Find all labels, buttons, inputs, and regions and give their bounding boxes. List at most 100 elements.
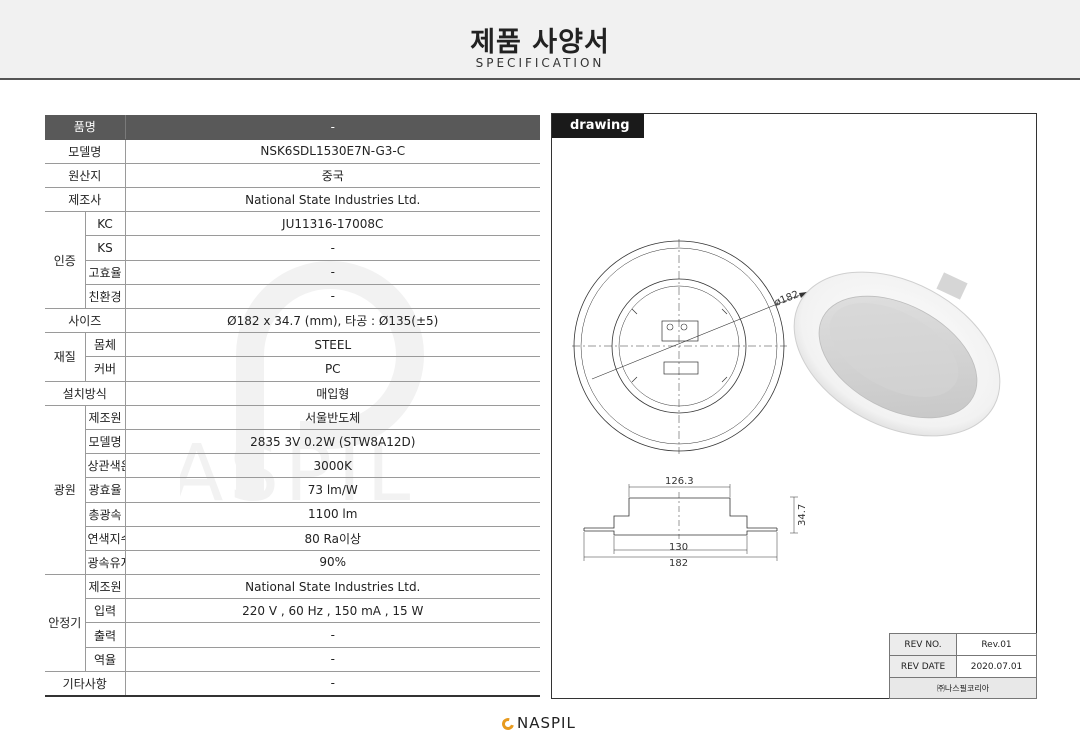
- sub-label: KS: [84, 235, 125, 261]
- inner-width-dim: 130: [669, 542, 688, 553]
- row-value: 1100 lm: [124, 502, 540, 527]
- rev-no-label: REV NO.: [889, 633, 957, 656]
- side-view: [583, 484, 798, 561]
- table-row: 설치방식 매입형: [45, 381, 540, 406]
- page-title: 제품 사양서: [470, 27, 610, 58]
- table-row: 제조사 National State Industries Ltd.: [45, 187, 540, 213]
- group-label: 재질: [45, 332, 85, 382]
- row-label: 기타사항: [45, 671, 125, 697]
- group-label: 광원: [45, 405, 85, 576]
- row-value: -: [124, 115, 540, 140]
- row-value: -: [124, 647, 540, 672]
- table-row: 기타사항 -: [45, 671, 540, 697]
- table-row: 광원 제조원 서울반도체: [45, 405, 540, 576]
- table-row: 친환경 -: [45, 284, 540, 310]
- table-row: 커버 PC: [45, 356, 540, 382]
- row-label: 모델명: [45, 139, 125, 164]
- top-width-dim: 126.3: [665, 476, 694, 487]
- sub-label: 친환경: [84, 284, 125, 310]
- table-row: 출력 -: [45, 622, 540, 648]
- outer-width-dim: 182: [669, 558, 688, 569]
- drawing-label: drawing: [552, 114, 644, 138]
- row-label: 제조사: [45, 187, 125, 213]
- sub-label: 역율: [84, 647, 125, 672]
- diameter-dim: ø182: [773, 289, 801, 309]
- row-value: 3000K: [124, 453, 540, 479]
- technical-drawing: ø182: [572, 239, 1001, 569]
- rev-date-value: 2020.07.01: [956, 655, 1037, 678]
- revision-block: REV NO. Rev.01 REV DATE 2020.07.01 ㈜나스필코…: [889, 633, 1037, 699]
- row-value: 80 Ra이상: [124, 526, 540, 551]
- sub-label: 모델명: [84, 429, 125, 455]
- sub-label: 커버: [84, 356, 125, 382]
- row-value: NSK6SDL1530E7N-G3-C: [124, 139, 540, 164]
- logo-text: NASPIL: [517, 714, 576, 732]
- top-view: [572, 239, 808, 454]
- spec-table: 품명 - 모델명 NSK6SDL1530E7N-G3-C 원산지 중국 제조사 …: [45, 115, 540, 697]
- table-row: ㈜나스필코리아: [889, 677, 1037, 699]
- table-row: 사이즈 Ø182 x 34.7 (mm), 타공 : Ø135(±5): [45, 308, 540, 334]
- logo-mark-icon: [499, 715, 517, 733]
- sub-label: 제조원: [84, 574, 125, 600]
- table-row: 연색지수 80 Ra이상: [45, 526, 540, 551]
- company-name: ㈜나스필코리아: [889, 677, 1037, 699]
- table-row: 원산지 중국: [45, 163, 540, 189]
- row-value: 매입형: [124, 381, 540, 406]
- rev-date-label: REV DATE: [889, 655, 957, 678]
- row-value: -: [124, 284, 540, 310]
- sub-label: KC: [84, 211, 125, 237]
- row-value: National State Industries Ltd.: [124, 187, 540, 213]
- row-value: 90%: [124, 550, 540, 576]
- sub-label: 몸체: [84, 332, 125, 358]
- table-row: 상관색온도 3000K: [45, 453, 540, 479]
- page-subtitle: SPECIFICATION: [475, 56, 605, 70]
- row-value: STEEL: [124, 332, 540, 358]
- footer-logo: NASPIL: [499, 714, 590, 734]
- table-row: 재질 몸체 STEEL: [45, 332, 540, 382]
- table-row: 역율 -: [45, 647, 540, 672]
- row-value: 중국: [124, 163, 540, 189]
- sub-label: 총광속: [84, 502, 125, 527]
- table-row: 광효율 73 lm/W: [45, 477, 540, 503]
- table-row: KS -: [45, 235, 540, 261]
- product-render: [793, 271, 1001, 437]
- row-value: 2835 3V 0.2W (STW8A12D): [124, 429, 540, 455]
- rev-no-value: Rev.01: [956, 633, 1037, 656]
- table-row: 총광속 1100 lm: [45, 502, 540, 527]
- table-row: 입력 220 V , 60 Hz , 150 mA , 15 W: [45, 598, 540, 624]
- table-row: 안정기 제조원 National State Industries Ltd.: [45, 574, 540, 672]
- row-label: 설치방식: [45, 381, 125, 406]
- table-row: 모델명 2835 3V 0.2W (STW8A12D): [45, 429, 540, 455]
- table-row: REV DATE 2020.07.01: [889, 655, 1037, 678]
- row-value: JU11316-17008C: [124, 211, 540, 237]
- drawing-panel: ø182: [551, 113, 1037, 699]
- sub-label: 입력: [84, 598, 125, 624]
- row-value: PC: [124, 356, 540, 382]
- sub-label: 광속유지율: [84, 550, 125, 576]
- table-row: 인증 KC JU11316-17008C: [45, 211, 540, 309]
- table-row: 고효율 -: [45, 260, 540, 285]
- row-value: 220 V , 60 Hz , 150 mA , 15 W: [124, 598, 540, 624]
- row-label: 사이즈: [45, 308, 125, 334]
- sub-label: 광효율: [84, 477, 125, 503]
- sub-label: 출력: [84, 622, 125, 648]
- row-label: 품명: [45, 115, 125, 140]
- row-value: 서울반도체: [124, 405, 540, 430]
- group-label: 인증: [45, 211, 85, 309]
- table-row: 광속유지율 90%: [45, 550, 540, 576]
- row-value: -: [124, 671, 540, 697]
- row-value: -: [124, 260, 540, 285]
- row-value: 73 lm/W: [124, 477, 540, 503]
- row-value: -: [124, 235, 540, 261]
- row-label: 원산지: [45, 163, 125, 189]
- sub-label: 연색지수: [84, 526, 125, 551]
- table-row: 품명 -: [45, 115, 540, 140]
- sub-label: 상관색온도: [84, 453, 125, 479]
- row-value: -: [124, 622, 540, 648]
- table-row: 모델명 NSK6SDL1530E7N-G3-C: [45, 139, 540, 164]
- row-value: National State Industries Ltd.: [124, 574, 540, 600]
- sub-label: 고효율: [84, 260, 125, 285]
- row-value: Ø182 x 34.7 (mm), 타공 : Ø135(±5): [124, 308, 540, 334]
- group-label: 안정기: [45, 574, 85, 672]
- height-dim: 34.7: [797, 504, 808, 526]
